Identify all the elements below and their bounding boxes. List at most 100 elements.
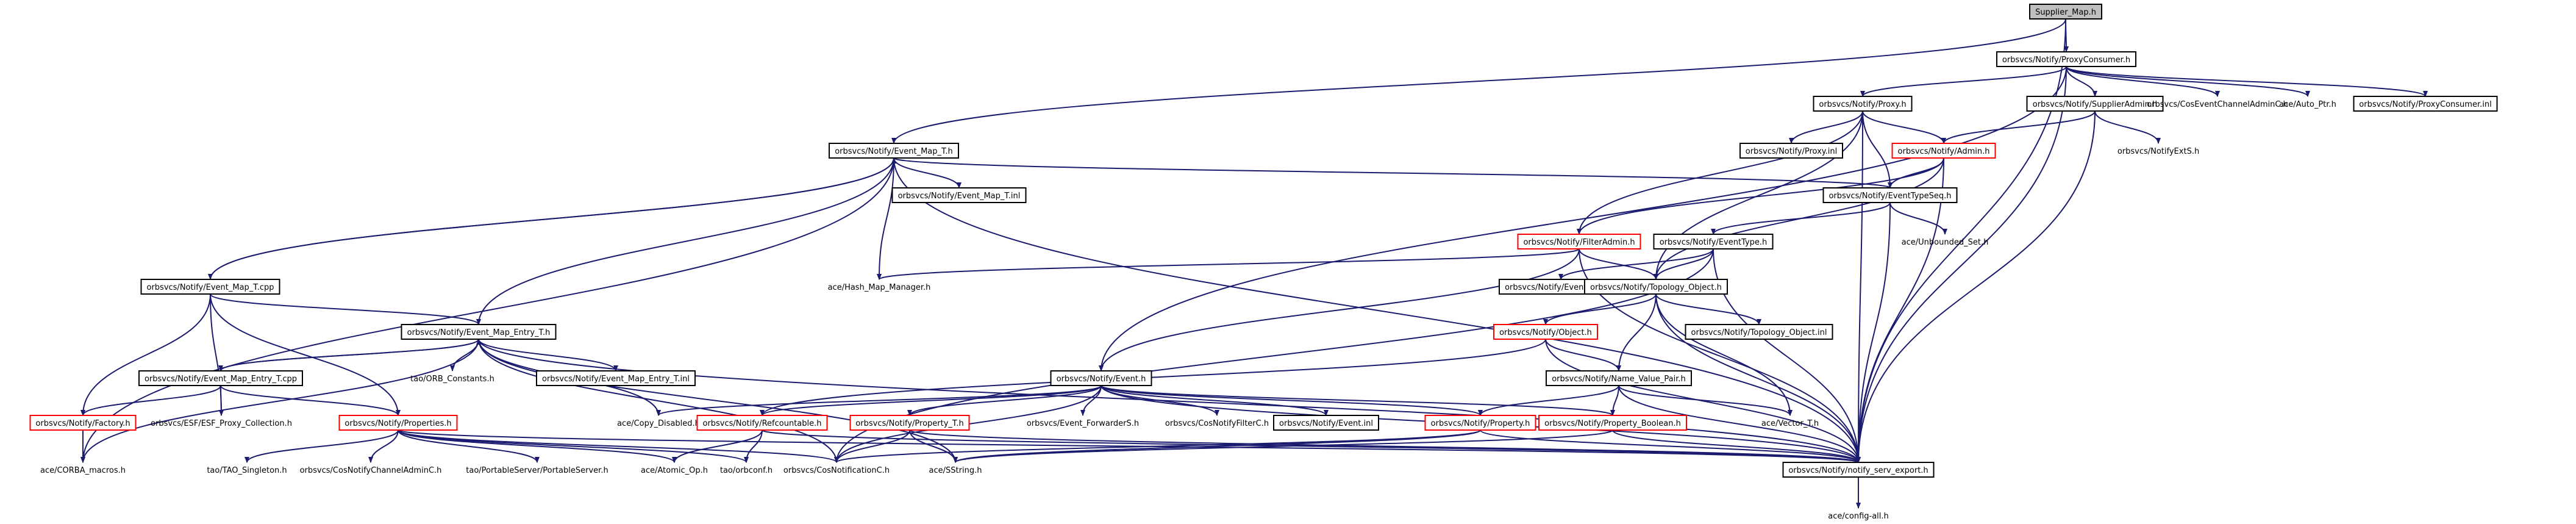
edge-proxy-consumer-to-notify-event <box>1099 66 2067 371</box>
edge-event-type-to-event-type-inl <box>1558 248 1714 280</box>
node-cos-event-channel-admin: orbsvcs/CosEventChannelAdminC.h <box>2147 100 2288 109</box>
edge-proxy-to-proxy-inl <box>1789 110 1863 144</box>
node-refcountable[interactable]: orbsvcs/Notify/Refcountable.h <box>696 415 828 431</box>
edge-notify-properties-to-portable-server <box>398 429 540 463</box>
node-notify-properties[interactable]: orbsvcs/Notify/Properties.h <box>338 415 458 431</box>
edge-refcountable-to-notify-serv-export <box>762 429 1861 463</box>
node-box <box>2026 96 2164 112</box>
edge-proxy-to-event-type-seq <box>1862 110 1893 188</box>
edge-topology-object-to-notify-serv-export <box>1655 293 1861 463</box>
edge-property-t-to-notify-serv-export <box>909 429 1861 463</box>
node-label: orbsvcs/Notify/Event_Map_Entry_T.h <box>407 328 551 337</box>
edge-event-map-t-cpp-to-notify-factory <box>80 293 211 416</box>
node-event-map-t[interactable]: orbsvcs/Notify/Event_Map_T.h <box>829 143 959 159</box>
node-label: orbsvcs/Notify/Event.inl <box>1279 419 1373 428</box>
edge-topology-object-to-vector-t <box>1655 293 1793 416</box>
node-notify-ext: orbsvcs/NotifyExtS.h <box>2118 147 2199 156</box>
node-label: orbsvcs/ESF/ESF_Proxy_Collection.h <box>151 419 292 428</box>
node-box <box>536 370 696 386</box>
edge-notify-properties-to-notify-serv-export <box>398 429 1861 463</box>
node-tao-singleton: tao/TAO_Singleton.h <box>207 466 287 475</box>
edge-notify-event-to-property-boolean <box>1101 385 1615 416</box>
node-box <box>1782 462 1935 478</box>
node-label: orbsvcs/Notify/Event_Map_T.cpp <box>147 283 274 292</box>
node-label: tao/TAO_Singleton.h <box>207 466 287 475</box>
node-notify-event[interactable]: orbsvcs/Notify/Event.h <box>1050 370 1152 386</box>
node-box <box>1822 187 1958 203</box>
node-event-type[interactable]: orbsvcs/Notify/EventType.h <box>1653 234 1774 249</box>
node-event-map-entry-t-inl[interactable]: orbsvcs/Notify/Event_Map_Entry_T.inl <box>536 370 696 386</box>
node-admin[interactable]: orbsvcs/Notify/Admin.h <box>1891 143 1996 159</box>
node-filter-admin[interactable]: orbsvcs/Notify/FilterAdmin.h <box>1517 234 1641 249</box>
node-notify-serv-export[interactable]: orbsvcs/Notify/notify_serv_export.h <box>1782 462 1935 478</box>
node-box <box>138 370 303 386</box>
node-label: orbsvcs/Notify/SupplierAdmin.h <box>2033 100 2158 109</box>
node-cos-notify-filter: orbsvcs/CosNotifyFilterC.h <box>1165 419 1269 428</box>
edge-event-map-entry-t-to-corba-macros <box>80 339 479 463</box>
edge-event-map-entry-t-to-notify-serv-export <box>478 339 1861 463</box>
node-label: ace/Atomic_Op.h <box>641 466 708 475</box>
node-label: orbsvcs/NotifyExtS.h <box>2118 147 2199 156</box>
edge-property-boolean-to-sstring <box>953 429 1613 463</box>
node-label: orbsvcs/CosNotifyChannelAdminC.h <box>300 466 442 475</box>
node-supplier-admin[interactable]: orbsvcs/Notify/SupplierAdmin.h <box>2026 96 2164 112</box>
node-proxy-consumer[interactable]: orbsvcs/Notify/ProxyConsumer.h <box>1996 51 2136 67</box>
edge-notify-event-to-property-t <box>907 385 1102 416</box>
edge-event-map-entry-t-cpp-to-notify-properties <box>220 385 401 416</box>
edge-admin-to-event-type-seq <box>1888 157 1944 188</box>
node-esf-proxy-collection: orbsvcs/ESF/ESF_Proxy_Collection.h <box>151 419 292 428</box>
edge-event-map-t-cpp-to-event-map-t <box>210 157 896 280</box>
node-box <box>849 415 970 431</box>
node-label: ace/config-all.h <box>1828 512 1889 521</box>
edge-event-map-t-cpp-to-event-map-entry-t <box>210 293 481 325</box>
edge-proxy-to-filter-admin <box>1577 110 1863 235</box>
node-topology-object-inl[interactable]: orbsvcs/Notify/Topology_Object.inl <box>1685 324 1833 340</box>
node-name-value-pair[interactable]: orbsvcs/Notify/Name_Value_Pair.h <box>1546 370 1692 386</box>
node-label: ace/Copy_Disabled.h <box>617 419 700 428</box>
node-atomic-op: ace/Atomic_Op.h <box>641 466 708 475</box>
node-label: orbsvcs/Notify/Property.h <box>1431 419 1530 428</box>
node-notify-factory[interactable]: orbsvcs/Notify/Factory.h <box>29 415 137 431</box>
node-notify-event-inl[interactable]: orbsvcs/Notify/Event.inl <box>1273 415 1379 431</box>
node-label: orbsvcs/Notify/ProxyConsumer.inl <box>2359 100 2491 109</box>
node-topology-object[interactable]: orbsvcs/Notify/Topology_Object.h <box>1584 279 1728 295</box>
node-label: orbsvcs/Notify/Proxy.inl <box>1746 147 1837 156</box>
node-label: orbsvcs/Notify/Properties.h <box>344 419 451 428</box>
edge-supplier-map-to-event-map-t <box>891 18 2066 144</box>
node-label: orbsvcs/Notify/Name_Value_Pair.h <box>1552 375 1686 384</box>
edge-topology-object-to-name-value-pair <box>1616 293 1657 371</box>
edge-proxy-consumer-to-cos-event-channel-admin <box>2066 66 2220 97</box>
node-orb-constants: tao/ORB_Constants.h <box>410 375 494 384</box>
node-label: orbsvcs/CosNotificationC.h <box>783 466 890 475</box>
edge-notify-event-to-notify-event-inl <box>1101 385 1329 416</box>
node-event-map-entry-t-cpp[interactable]: orbsvcs/Notify/Event_Map_Entry_T.cpp <box>138 370 303 386</box>
node-event-map-t-cpp[interactable]: orbsvcs/Notify/Event_Map_T.cpp <box>140 279 280 295</box>
edge-notify-event-to-notify-property <box>1101 385 1483 416</box>
node-label: orbsvcs/Notify/notify_serv_export.h <box>1788 466 1928 475</box>
node-cos-notification: orbsvcs/CosNotificationC.h <box>783 466 890 475</box>
node-supplier-map[interactable]: Supplier_Map.h <box>2029 4 2102 20</box>
node-proxy-inl[interactable]: orbsvcs/Notify/Proxy.inl <box>1739 143 1843 159</box>
edge-supplier-admin-to-notify-ext <box>2094 110 2161 144</box>
node-object[interactable]: orbsvcs/Notify/Object.h <box>1493 324 1598 340</box>
node-event-type-seq[interactable]: orbsvcs/Notify/EventTypeSeq.h <box>1822 187 1958 203</box>
edge-event-map-t-to-event-map-t-inl <box>893 157 962 188</box>
node-label: tao/orbconf.h <box>720 466 772 475</box>
node-proxy[interactable]: orbsvcs/Notify/Proxy.h <box>1813 96 1913 112</box>
node-label: ace/SString.h <box>929 466 982 475</box>
node-label: orbsvcs/Notify/Object.h <box>1499 328 1592 337</box>
node-vector-t: ace/Vector_T.h <box>1761 419 1819 428</box>
node-proxy-consumer-inl[interactable]: orbsvcs/Notify/ProxyConsumer.inl <box>2353 96 2498 112</box>
node-box <box>829 143 959 159</box>
node-property-boolean[interactable]: orbsvcs/Notify/Property_Boolean.h <box>1538 415 1687 431</box>
node-event-map-t-inl[interactable]: orbsvcs/Notify/Event_Map_T.inl <box>891 187 1027 203</box>
node-notify-property[interactable]: orbsvcs/Notify/Property.h <box>1424 415 1536 431</box>
edge-proxy-consumer-to-supplier-admin <box>2066 66 2097 97</box>
node-event-map-entry-t[interactable]: orbsvcs/Notify/Event_Map_Entry_T.h <box>401 324 557 340</box>
edge-event-map-t-to-notify-serv-export <box>893 157 1861 463</box>
node-property-t[interactable]: orbsvcs/Notify/Property_T.h <box>849 415 970 431</box>
node-label: orbsvcs/Notify/FilterAdmin.h <box>1523 238 1635 247</box>
edge-proxy-consumer-to-proxy-consumer-inl <box>2066 66 2428 97</box>
node-label: orbsvcs/CosNotifyFilterC.h <box>1165 419 1269 428</box>
